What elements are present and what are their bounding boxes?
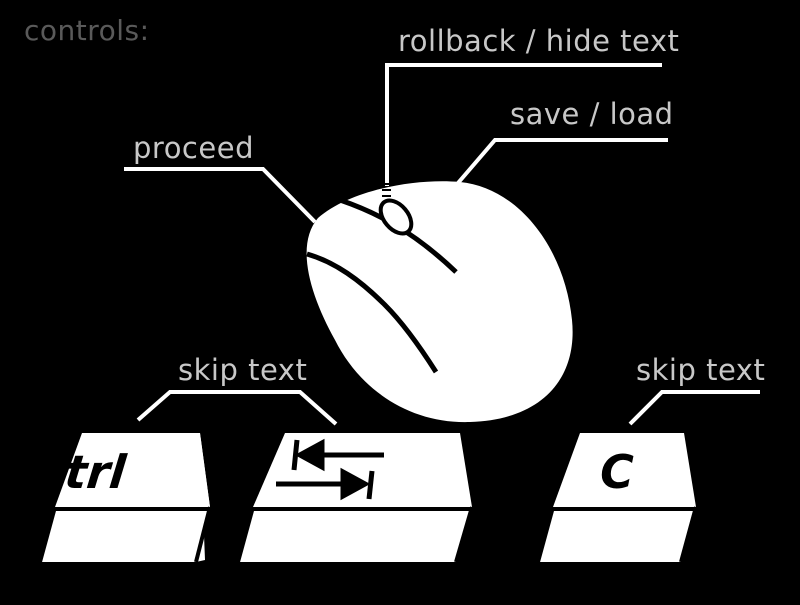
c-key: C <box>536 433 698 563</box>
rollback-label: rollback / hide text <box>398 24 680 58</box>
save-load-leader <box>456 138 668 185</box>
rollback-leader <box>385 63 662 186</box>
proceed-label: proceed <box>133 131 254 165</box>
tab-key <box>236 433 474 563</box>
c-key-label: C <box>600 445 634 499</box>
ctrl-key-label: Ctrl <box>28 445 129 499</box>
skip-ctrl-leader <box>136 390 338 426</box>
skip-c-label: skip text <box>636 353 766 387</box>
wheel-ridges <box>382 183 391 197</box>
scroll-wheel <box>378 198 414 236</box>
tab-arrows-icon <box>276 438 384 501</box>
save-load-label: save / load <box>510 97 674 131</box>
proceed-leader <box>124 167 317 224</box>
ctrl-key: Ctrl <box>28 433 212 563</box>
leader-lines <box>124 63 760 426</box>
page-title: controls: <box>24 14 150 47</box>
mouse-icon <box>306 181 573 423</box>
skip-c-leader <box>628 390 760 426</box>
skip-ctrl-label: skip text <box>178 353 308 387</box>
